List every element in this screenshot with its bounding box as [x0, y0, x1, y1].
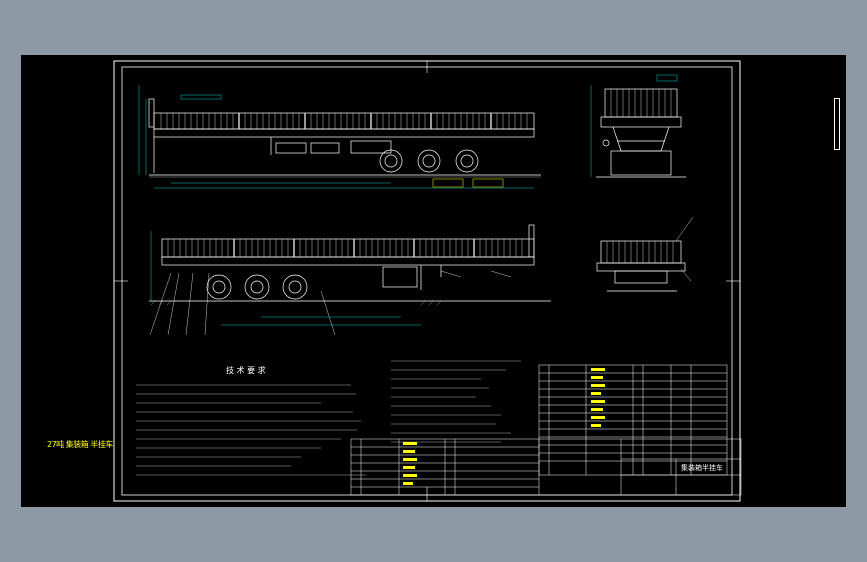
inner-frame [121, 66, 733, 496]
title-block [350, 438, 742, 496]
rear-view [590, 74, 686, 178]
trailer-assembly-drawing: 技 术 要 求 [113, 60, 742, 502]
title-block-name: 集装箱半挂车 [681, 463, 723, 472]
annotation-marks [403, 368, 605, 485]
tech-heading: 技 术 要 求 [226, 365, 266, 375]
drawing-sheet: 27吨 集装箱 半挂车 [21, 55, 846, 507]
tech-requirements: 技 术 要 求 [136, 360, 521, 476]
side-label: 27吨 集装箱 半挂车 [47, 440, 113, 449]
bottom-elevation-view [149, 224, 551, 336]
top-elevation-view [138, 85, 541, 189]
view-cube-indicator[interactable] [834, 98, 840, 150]
end-view [596, 216, 694, 292]
parts-list [538, 364, 728, 476]
